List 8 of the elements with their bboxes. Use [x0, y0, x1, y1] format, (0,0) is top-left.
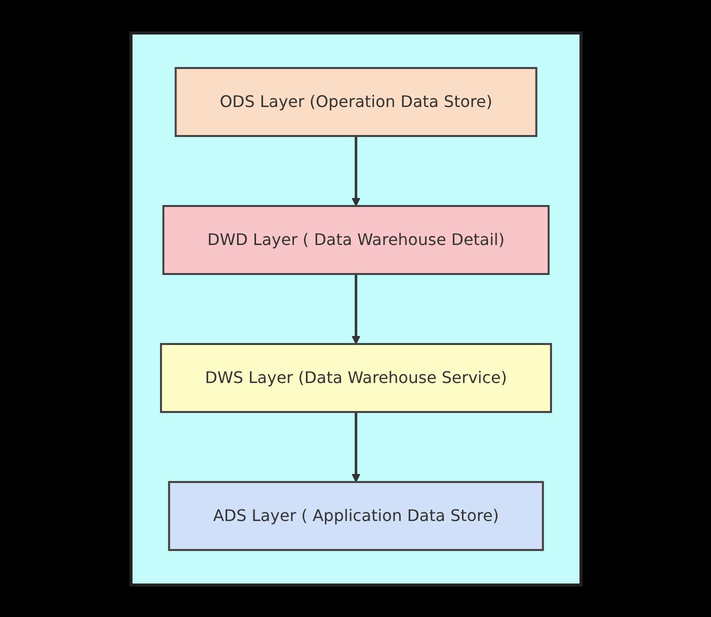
node-box: ADS Layer ( Application Data Store) [168, 480, 544, 550]
arrow [351, 274, 360, 344]
node-box: DWD Layer ( Data Warehouse Detail) [162, 204, 550, 274]
node-box: ODS Layer (Operation Data Store) [174, 66, 537, 136]
node-box: DWS Layer (Data Warehouse Service) [160, 342, 552, 412]
cluster [129, 31, 582, 586]
arrow [351, 412, 360, 482]
arrow [351, 136, 360, 206]
